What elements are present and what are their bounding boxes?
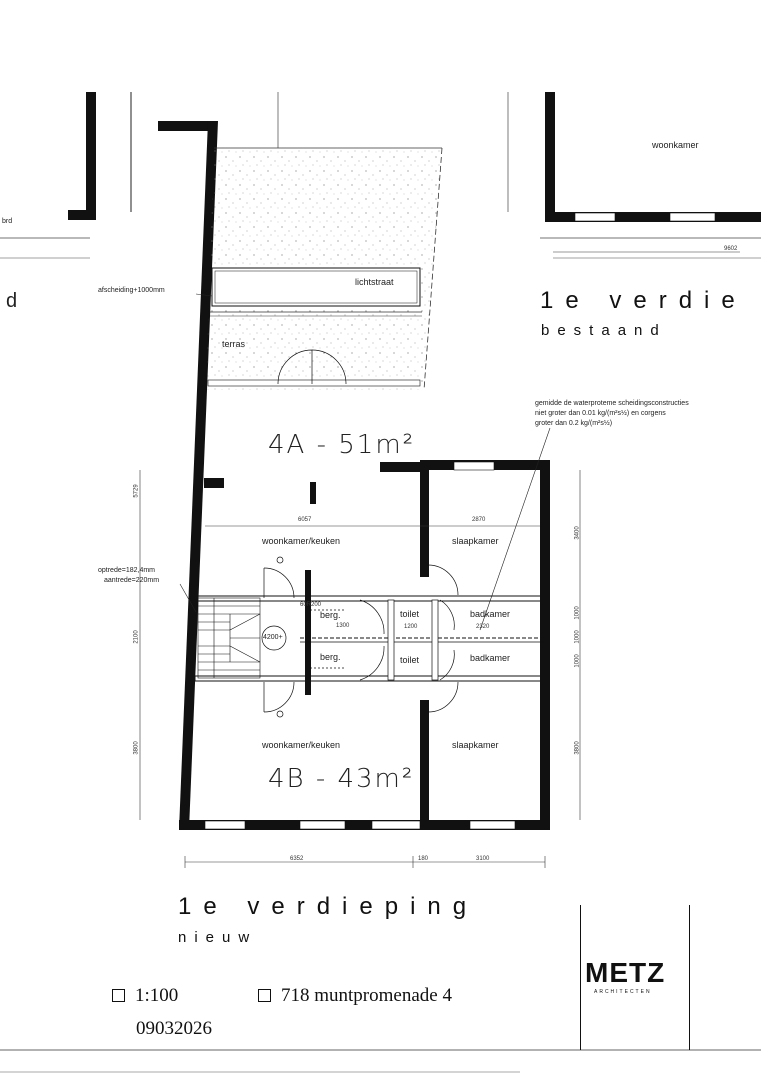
new-floor-subtitle: nieuw (178, 929, 258, 946)
leader-lines (179, 293, 551, 631)
label-partial-brd: brd (2, 218, 13, 225)
staircase (197, 597, 261, 679)
footer-date: 09032026 (136, 1018, 212, 1039)
dim-9602: 9602 (724, 246, 738, 252)
dim-3800-right: 3800 (574, 741, 581, 755)
room-woonkamer-keuken-upper: woonkamer/keuken (262, 536, 341, 546)
room-slaapkamer-upper: slaapkamer (452, 536, 499, 546)
dim-2870: 2870 (472, 517, 486, 523)
dim-1200: 1200 (404, 624, 418, 630)
label-terras: terras (222, 339, 246, 349)
project-checkbox[interactable] (258, 989, 271, 1002)
dim-60r200: 60R200 (300, 602, 322, 608)
dim-6057: 6057 (298, 517, 312, 523)
dimension-lines (139, 251, 740, 868)
dim-6352: 6352 (290, 856, 304, 862)
label-woonkamer-existing: woonkamer (652, 140, 699, 150)
label-lichtstraat: lichtstraat (355, 277, 394, 287)
room-berg-lower: berg. (320, 652, 341, 662)
doors (261, 556, 459, 718)
room-berg-upper: berg. (320, 610, 341, 620)
logo-frame (580, 905, 690, 1050)
dim-3100: 3100 (476, 856, 490, 862)
dim-1300: 1300 (336, 623, 350, 629)
label-afscheiding: afscheiding+1000mm (98, 287, 165, 294)
footer-scale-text: 1:100 (135, 985, 179, 1006)
outer-walls (158, 121, 550, 830)
dim-3400: 3400 (574, 526, 581, 540)
footer-project-text: 718 muntpromenade 4 (281, 985, 452, 1006)
stair-note-optrede: optrede=182,4mm (98, 567, 156, 574)
waterproof-note-line1: gemidde de waterproteme scheidingsconstr… (535, 400, 689, 407)
waterproof-note-line3: groter dan 0.2 kg/(m²s½) (535, 420, 613, 427)
neighbour-left-walls (0, 92, 509, 259)
dim-1000-b: 1000 (574, 630, 581, 644)
room-woonkamer-keuken-lower: woonkamer/keuken (262, 740, 341, 750)
metz-logo: METZ (585, 957, 666, 988)
room-badkamer-upper: badkamer (470, 609, 511, 619)
dim-2100: 2100 (133, 630, 140, 644)
dim-1000-a: 1000 (574, 606, 581, 620)
label-partial-d: d (6, 290, 18, 312)
room-toilet-upper: toilet (400, 609, 420, 619)
label-circle-4200: 4200+ (263, 634, 283, 641)
existing-floor-subtitle: bestaand (541, 322, 667, 339)
handwritten-area-4a: 4A - 51m² (268, 430, 416, 460)
room-toilet-lower: toilet (400, 655, 420, 665)
dim-180: 180 (418, 856, 429, 862)
scale-checkbox[interactable] (112, 989, 125, 1002)
dim-2320: 2320 (476, 624, 490, 630)
terrace-area (206, 147, 443, 391)
footer-project: 718 muntpromenade 4 (258, 985, 452, 1007)
new-floor-title: 1e verdieping (178, 893, 479, 920)
footer-scale: 1:100 (112, 985, 178, 1007)
handwritten-area-4b: 4B - 43m² (268, 764, 415, 794)
dim-3800-left: 3800 (133, 741, 140, 755)
dim-5729: 5729 (133, 484, 140, 498)
waterproof-note-line2: niet groter dan 0.01 kg/(m²s½) en corgen… (535, 410, 666, 417)
room-badkamer-lower: badkamer (470, 653, 511, 663)
room-slaapkamer-lower: slaapkamer (452, 740, 499, 750)
interior-walls (194, 462, 546, 822)
dim-1000-c: 1000 (574, 654, 581, 668)
existing-plan-fragment (540, 92, 761, 259)
metz-logo-subtitle: ARCHITECTEN (594, 989, 652, 995)
stair-note-aantrede: aantrede=220mm (104, 577, 160, 584)
existing-floor-title: 1e verdie (540, 287, 747, 314)
